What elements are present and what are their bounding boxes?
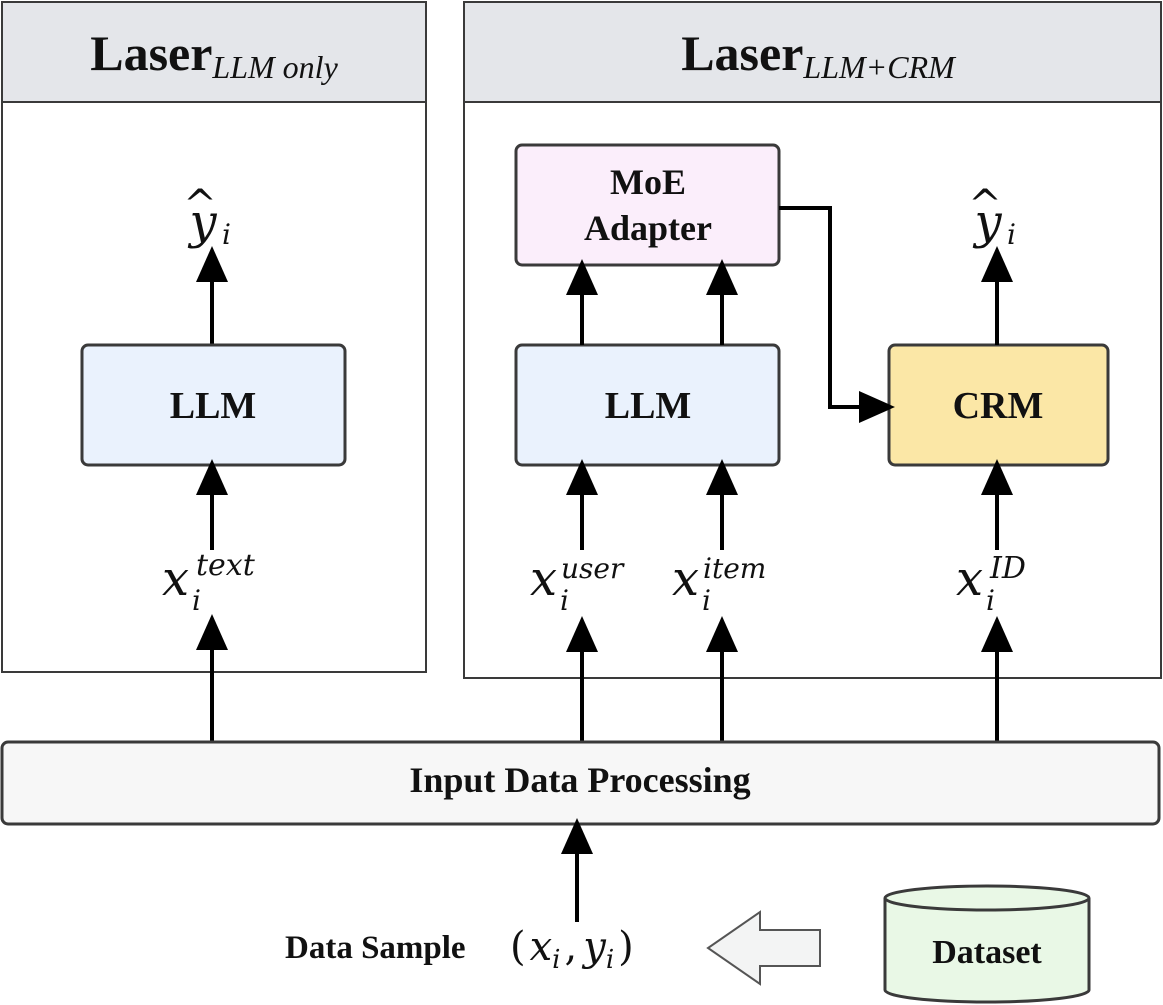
dataset-top	[883, 884, 1091, 912]
data-sample-tuple: (xi,yi)	[510, 924, 634, 975]
id-input-sup: ID	[989, 551, 1026, 586]
moe-label-line1: MoE	[610, 162, 686, 202]
item-input-sub: i	[702, 584, 711, 617]
left-input-sub: i	[192, 584, 201, 617]
input-processing-label: Input Data Processing	[409, 760, 750, 800]
left-input-x: x	[162, 551, 189, 607]
dataset-to-sample-arrow	[706, 910, 821, 986]
item-input-sup: item	[703, 552, 766, 585]
panel-left-header	[1, 1, 427, 103]
left-input-sup: text	[196, 548, 256, 583]
user-input-sup: user	[561, 552, 625, 585]
arrow-moe-to-crm	[779, 206, 895, 423]
llm-box-right	[514, 343, 781, 467]
right-output-y: y	[972, 194, 1002, 250]
panel-llm-only: LaserLLM only ^ y i LLM x text i	[1, 1, 427, 742]
left-output-y: y	[187, 194, 217, 250]
left-output-hat: ^	[183, 182, 217, 228]
moe-adapter-box	[514, 143, 781, 267]
dataset-label: Dataset	[932, 934, 1042, 971]
llm-label-right: LLM	[605, 385, 692, 427]
llm-label-left: LLM	[170, 385, 257, 427]
crm-label: CRM	[953, 385, 1044, 427]
right-output-hat: ^	[968, 182, 1002, 228]
right-output-sub: i	[1007, 218, 1016, 251]
panel-llm-crm: LaserLLM+CRM MoE Adapter LLM CRM ^ y i x…	[463, 1, 1162, 742]
id-input-sub: i	[986, 584, 995, 617]
data-sample-label: Data Sample	[285, 930, 466, 966]
user-input-sub: i	[560, 584, 569, 617]
dataset-body	[883, 898, 1091, 1004]
panel-right-title: LaserLLM+CRM	[681, 25, 957, 85]
panel-left-title: LaserLLM only	[90, 25, 338, 85]
id-input-x: x	[956, 551, 983, 607]
dataset-cylinder: Dataset	[883, 884, 1091, 1004]
user-input-x: x	[530, 551, 557, 607]
moe-label-line2: Adapter	[584, 208, 712, 248]
panel-right-header	[463, 1, 1162, 103]
item-input-x: x	[672, 551, 699, 607]
left-output-sub: i	[222, 218, 231, 251]
